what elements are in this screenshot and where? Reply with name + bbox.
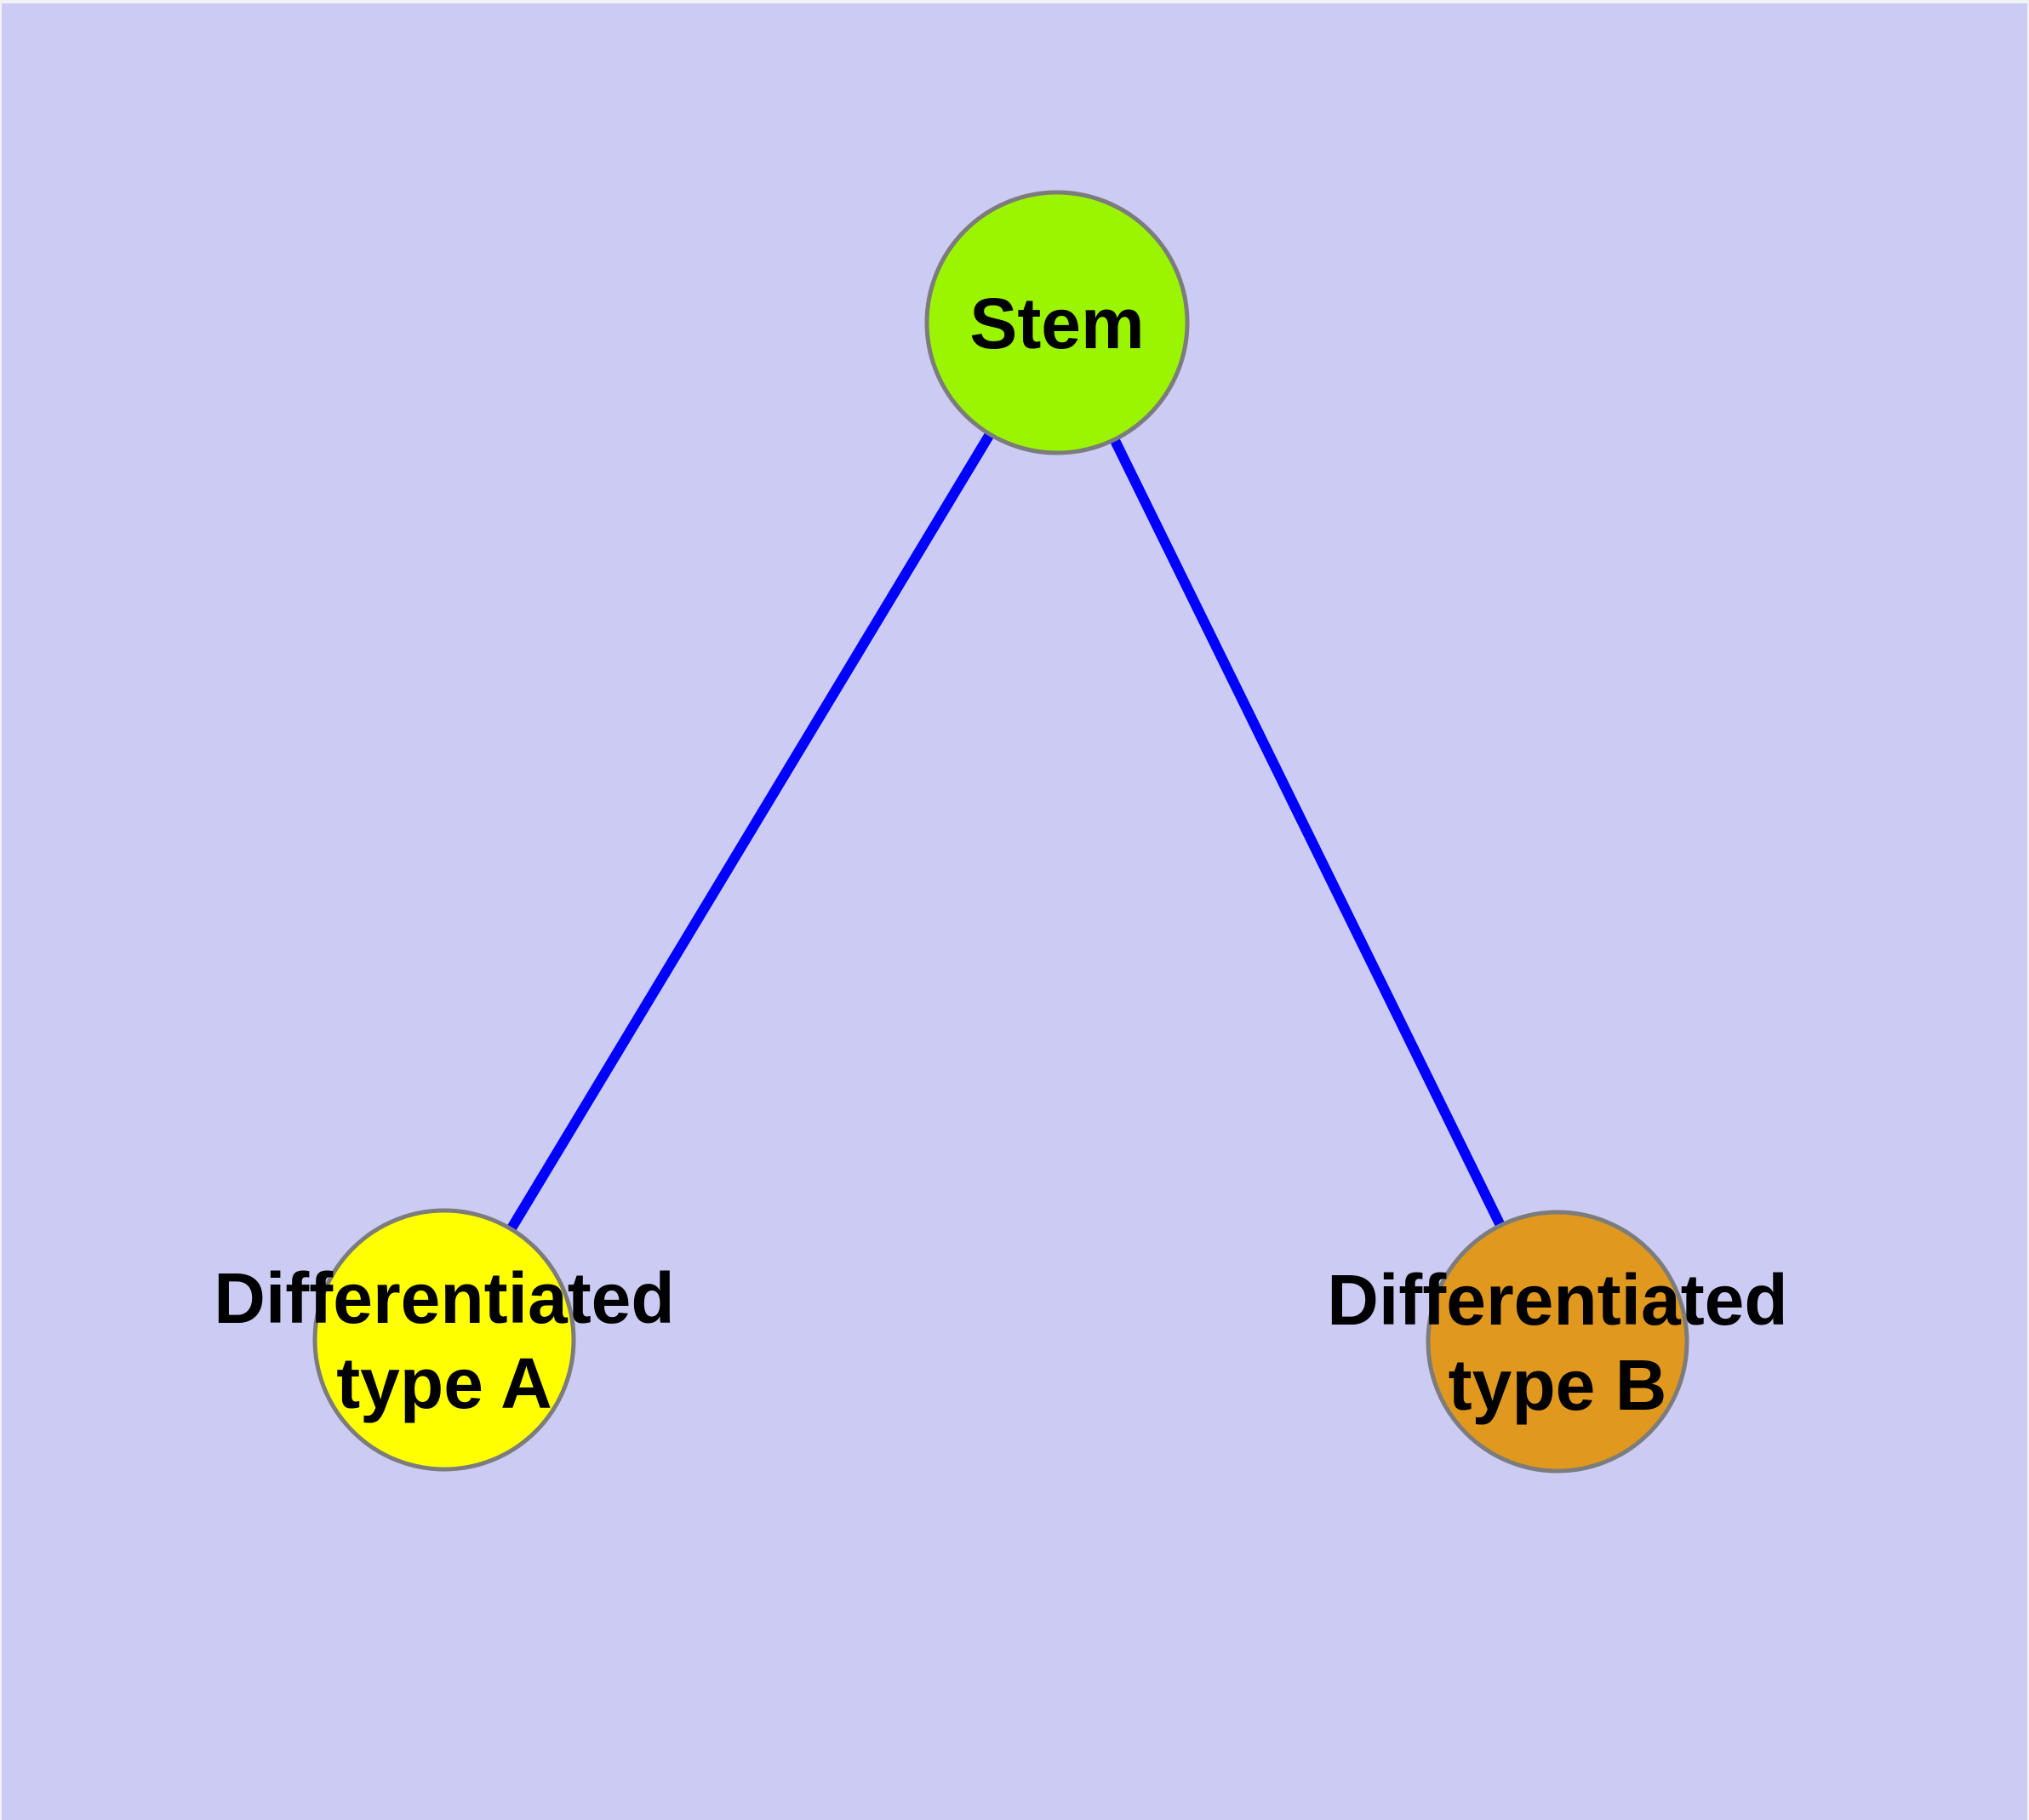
edge-stem-diff-type-b bbox=[1052, 320, 1563, 1344]
node-diff-type-b bbox=[1426, 1210, 1689, 1474]
node-stem-label: Stem bbox=[969, 283, 1144, 363]
node-diff-type-a bbox=[312, 1208, 576, 1472]
node-stem bbox=[924, 190, 1190, 455]
edge-stem-diff-type-a bbox=[439, 319, 1062, 1343]
